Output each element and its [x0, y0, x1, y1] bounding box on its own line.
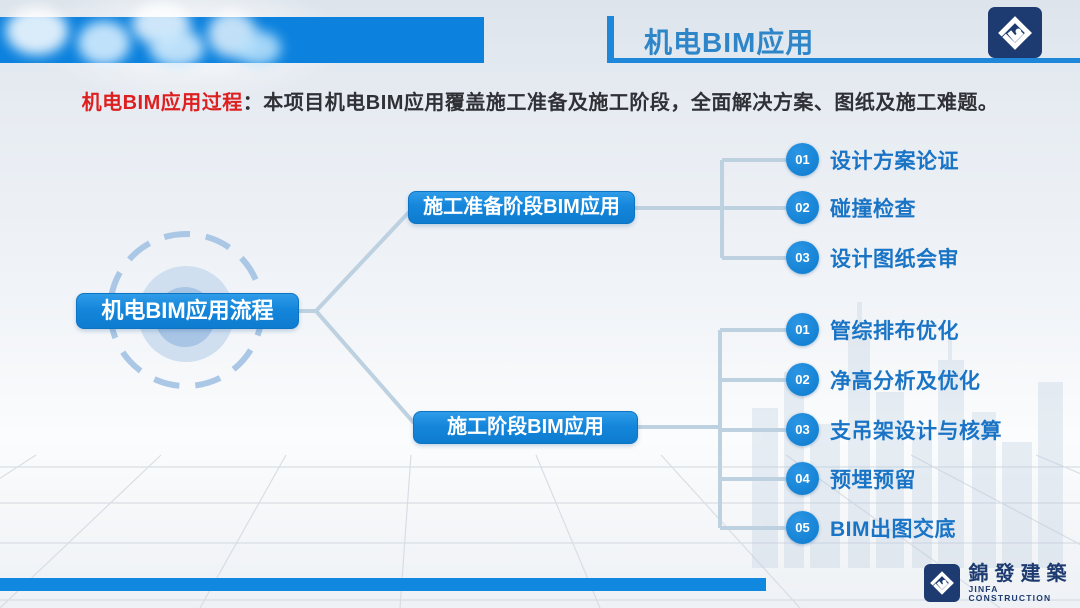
- watermark-blur-blob: [78, 21, 130, 65]
- footer-accent-bar: [0, 578, 766, 591]
- company-name-cn: 錦發建築: [968, 563, 1073, 585]
- branch-item: 04 预埋预留: [786, 462, 916, 495]
- item-label: 支吊架设计与核算: [830, 419, 1002, 443]
- item-label: 碰撞检查: [830, 197, 916, 221]
- item-number-badge: 02: [786, 363, 819, 396]
- watermark-blur-blob: [6, 7, 68, 55]
- page-title: 机电BIM应用: [644, 27, 815, 58]
- company-logo-icon: [988, 7, 1042, 58]
- item-label: 设计方案论证: [830, 149, 959, 173]
- branch-item: 02 碰撞检查: [786, 191, 916, 224]
- branch-item: 02 净高分析及优化: [786, 363, 981, 396]
- company-logo-icon: [924, 564, 961, 603]
- diamond-mark-icon: [930, 571, 955, 596]
- branch-item: 03 支吊架设计与核算: [786, 413, 1002, 446]
- branch-node-construction-stage: 施工阶段BIM应用: [413, 411, 638, 444]
- item-number-badge: 01: [786, 143, 819, 176]
- intro-text: ：本项目机电BIM应用覆盖施工准备及施工阶段，全面解决方案、图纸及施工难题。: [242, 92, 999, 114]
- blurred-watermark-band: [0, 3, 484, 67]
- branch-item: 01 设计方案论证: [786, 143, 959, 176]
- item-label: 净高分析及优化: [830, 369, 981, 393]
- item-label: BIM出图交底: [830, 517, 956, 541]
- item-label: 设计图纸会审: [830, 247, 959, 271]
- branch-node-preparation-stage: 施工准备阶段BIM应用: [408, 191, 635, 224]
- item-number-badge: 01: [786, 313, 819, 346]
- branch-item: 03 设计图纸会审: [786, 241, 959, 274]
- item-number-badge: 03: [786, 413, 819, 446]
- watermark-blur-blob: [150, 29, 204, 67]
- item-label: 管综排布优化: [830, 319, 959, 343]
- footer-company-logo: 錦發建築 JINFA CONSTRUCTION: [924, 564, 1080, 603]
- intro-line: 机电BIM应用过程：本项目机电BIM应用覆盖施工准备及施工阶段，全面解决方案、图…: [0, 86, 1080, 115]
- intro-label: 机电BIM应用过程: [81, 92, 243, 114]
- item-number-badge: 05: [786, 511, 819, 544]
- branch-item: 01 管综排布优化: [786, 313, 959, 346]
- header-accent-bar: [607, 16, 614, 63]
- item-number-badge: 04: [786, 462, 819, 495]
- company-name-en: JINFA CONSTRUCTION: [968, 584, 1052, 603]
- root-node: 机电BIM应用流程: [76, 293, 299, 329]
- branch-item: 05 BIM出图交底: [786, 511, 956, 544]
- item-label: 预埋预留: [830, 468, 916, 492]
- item-number-badge: 02: [786, 191, 819, 224]
- item-number-badge: 03: [786, 241, 819, 274]
- diamond-mark-icon: [998, 15, 1032, 50]
- watermark-blur-blob: [235, 31, 281, 65]
